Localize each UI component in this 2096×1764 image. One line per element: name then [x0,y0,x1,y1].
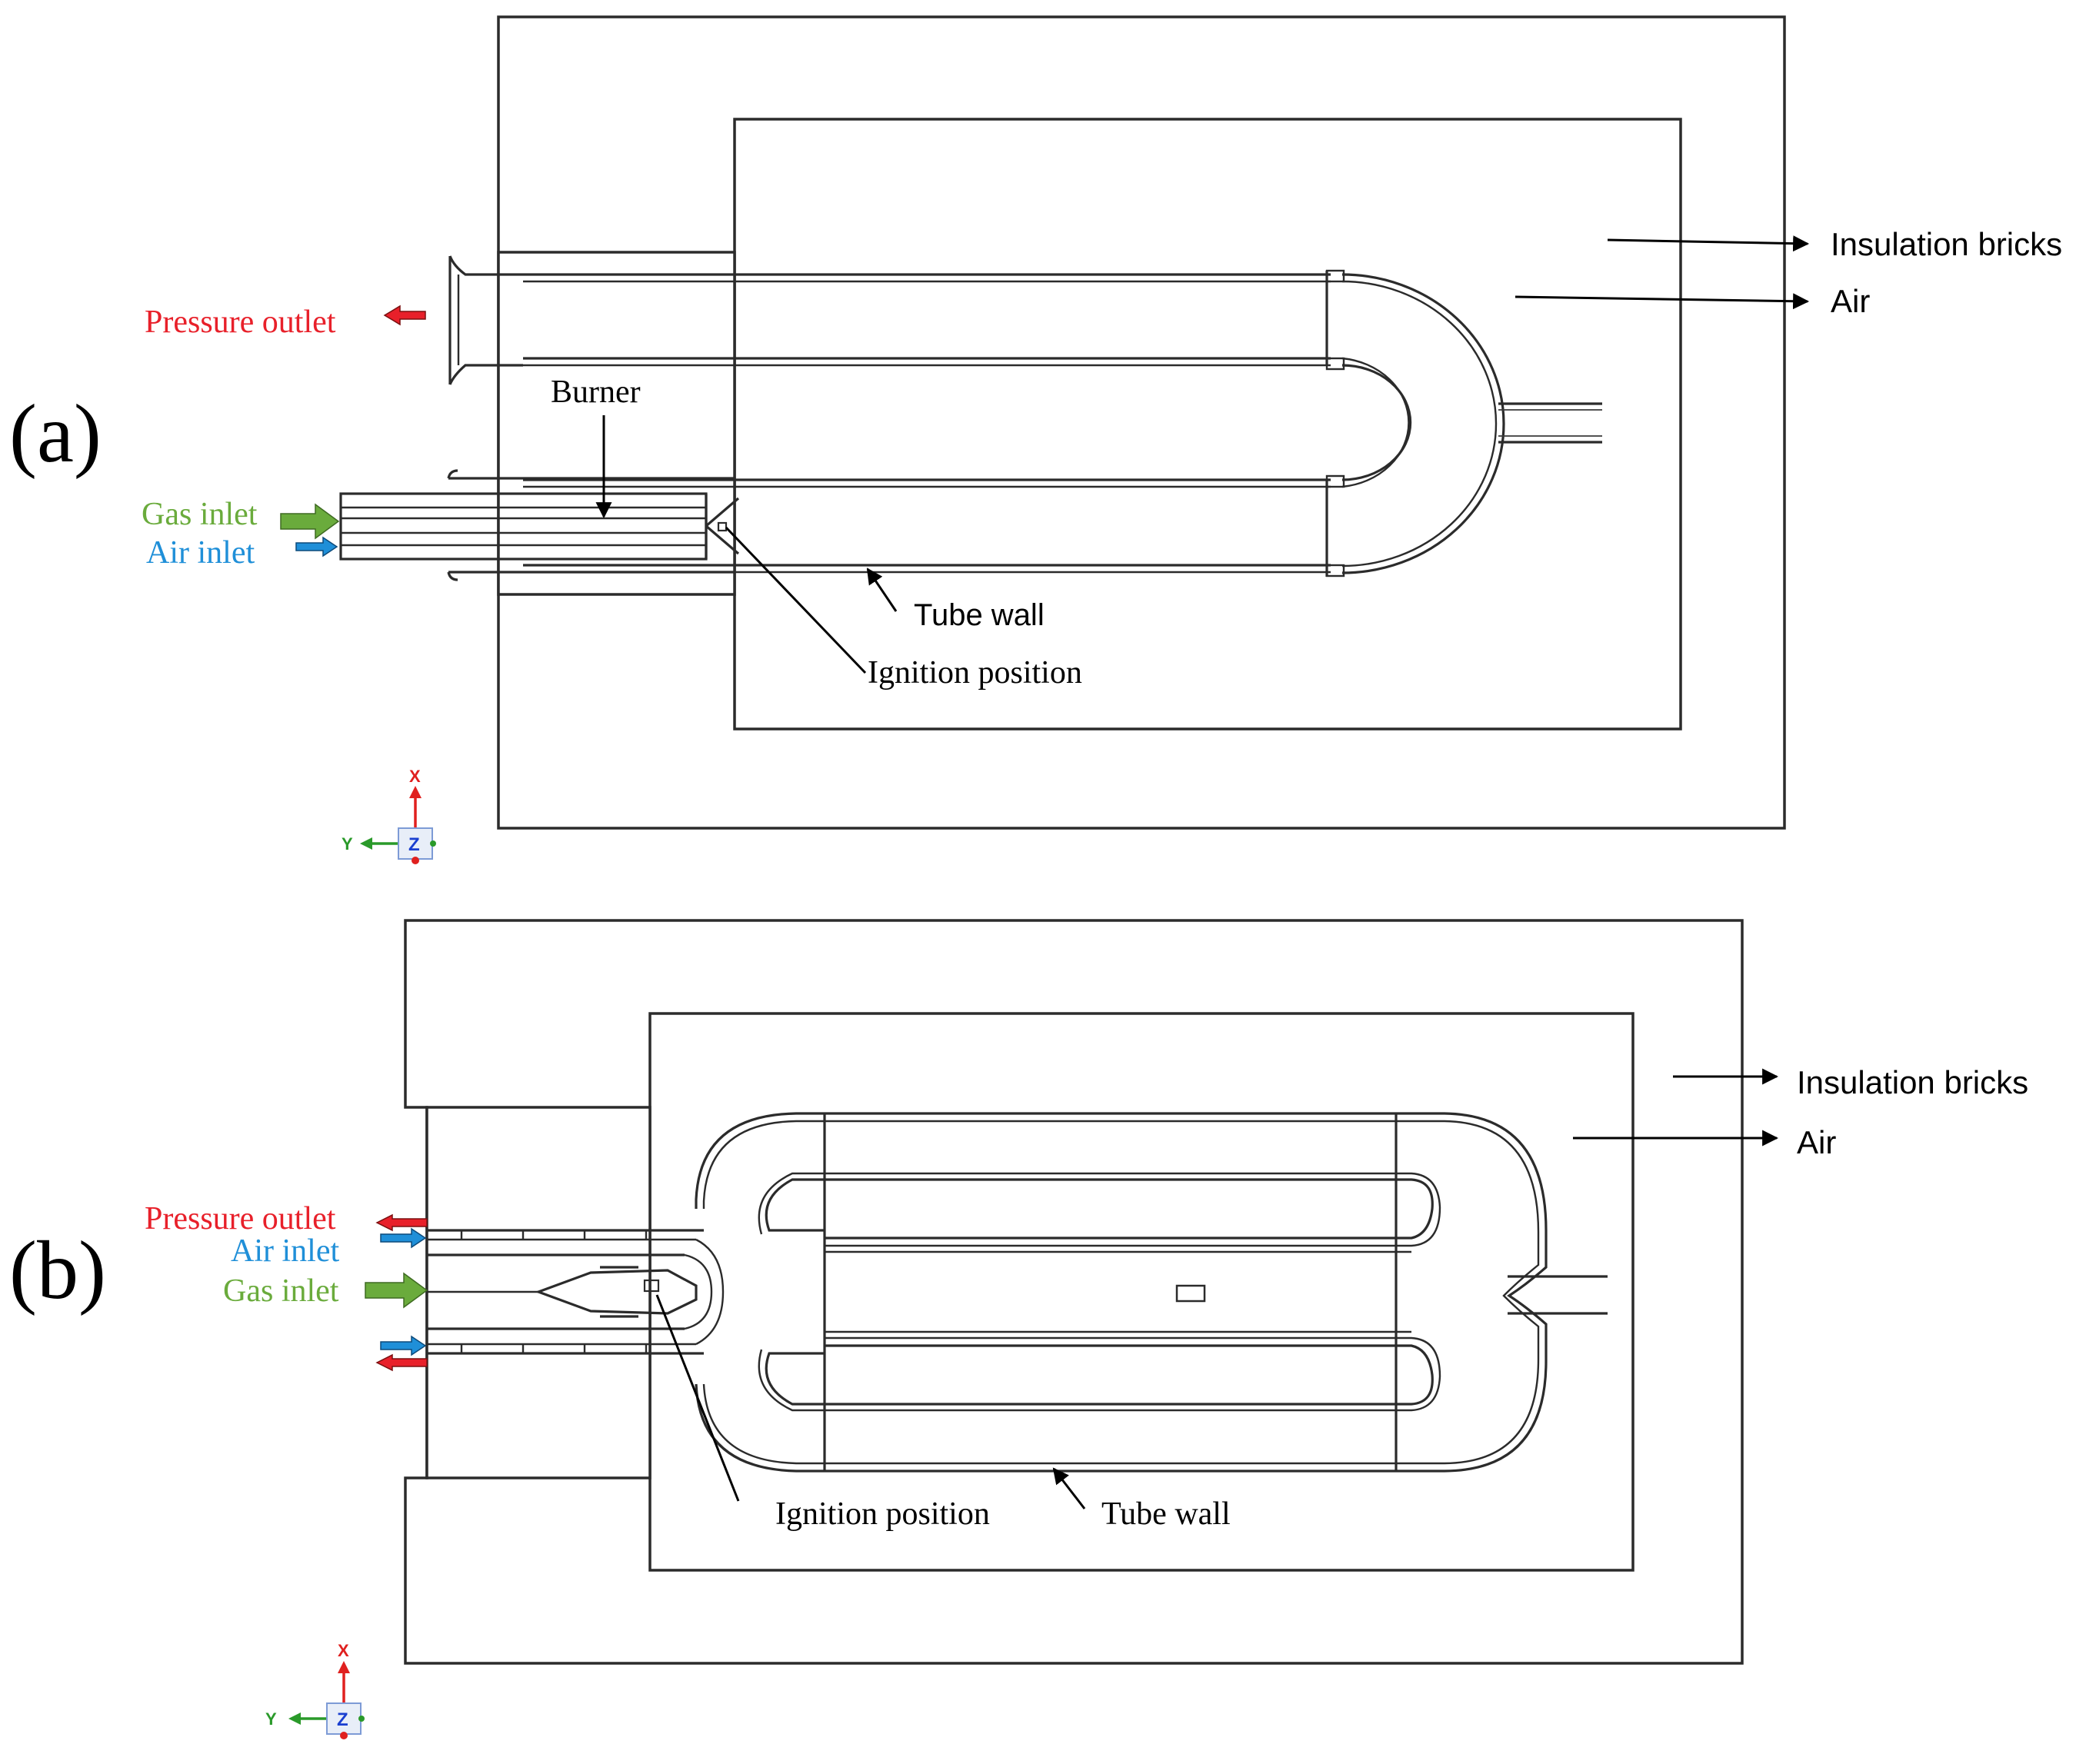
air-cavity-b [648,1012,1634,1572]
ignition-pointer-a [725,526,867,674]
insulation-bricks-pointer-a [1607,235,1810,252]
axis-triad-b: X Y Z [265,1641,365,1739]
panel-a-tag: (a) [9,388,102,480]
burner-a [339,469,740,581]
air-label-a: Air [1831,283,1870,319]
gas-inlet-label-a: Gas inlet [142,497,258,532]
axis-y-label-a: Y [342,834,353,854]
ignition-pointer-b [655,1294,740,1502]
radiant-tube-b [695,1112,1608,1473]
air-inlet-label-a: Air inlet [146,535,255,571]
panel-b: (b) [9,919,2028,1739]
pressure-outlet-arrow-b-top [375,1213,428,1232]
air-inlet-arrow-b-bottom [380,1335,427,1356]
gas-inlet-arrow-b [365,1272,428,1309]
axis-z-label-a: Z [408,834,420,855]
air-inlet-arrow-a [295,536,338,557]
pressure-outlet-label-b: Pressure outlet [145,1201,336,1236]
u-tube-a [523,269,1602,577]
tube-wall-pointer-b [1052,1467,1086,1509]
burner-label-a: Burner [551,374,641,410]
gas-inlet-label-b: Gas inlet [223,1273,339,1309]
tube-wall-label-a: Tube wall [914,598,1045,632]
wall-port-a [497,251,736,596]
gas-inlet-arrow-a [280,503,340,540]
axis-z-label-b: Z [337,1709,348,1730]
air-inlet-label-b: Air inlet [231,1233,339,1269]
pressure-outlet-arrow-b-bottom [375,1353,428,1372]
pressure-outlet-label-a: Pressure outlet [145,305,336,340]
tube-wall-pointer-a [866,567,898,612]
panel-b-tag: (b) [9,1225,106,1316]
insulation-bricks-label-b: Insulation bricks [1797,1064,2028,1100]
tube-wall-label-b: Tube wall [1101,1496,1231,1532]
ignition-position-label-a: Ignition position [868,655,1082,691]
axis-triad-a: X Y Z [342,767,436,864]
panel-a: (a) [9,15,2062,864]
ignition-position-label-b: Ignition position [775,1496,990,1532]
axis-x-label-b: X [338,1641,349,1660]
air-cavity-a [733,118,1682,731]
burner-b [427,1229,725,1355]
pressure-outlet-arrow-a [383,305,426,326]
exhaust-flange-a [448,255,523,385]
insulation-bricks-label-a: Insulation bricks [1831,226,2062,262]
air-label-b: Air [1797,1124,1836,1160]
air-inlet-arrow-b-top [380,1227,427,1249]
air-pointer-a [1515,293,1810,310]
axis-x-label-a: X [409,767,421,786]
axis-y-label-b: Y [265,1709,277,1729]
